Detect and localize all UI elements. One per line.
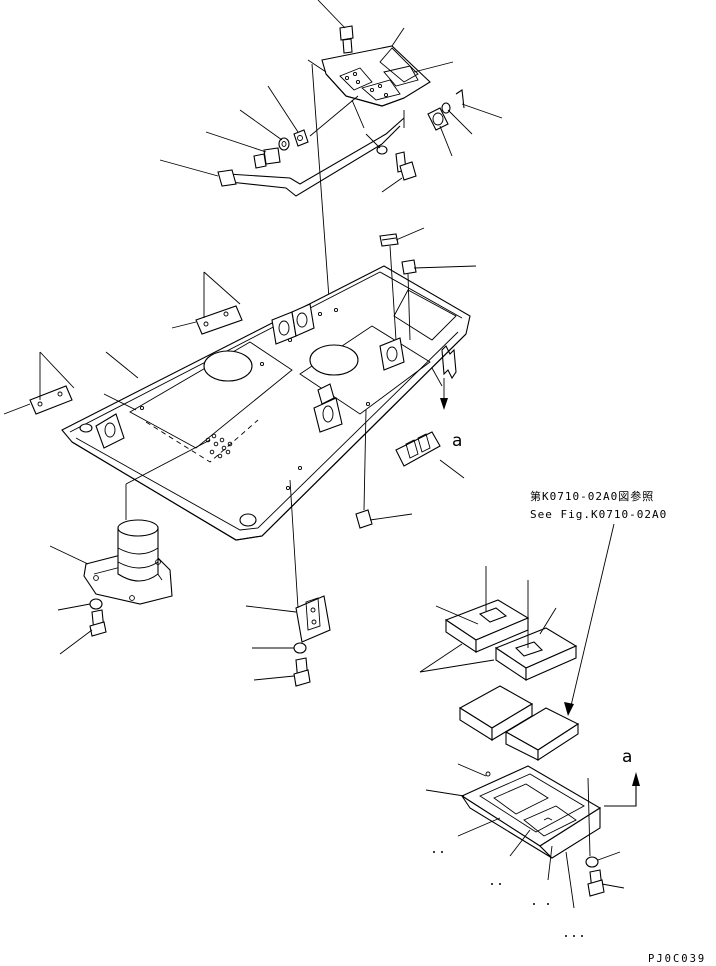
pedal-bracket-assembly xyxy=(159,0,503,197)
pivot-lever xyxy=(267,85,309,147)
pedal-mount-right xyxy=(379,337,405,371)
view-marker-a-lower: a xyxy=(622,747,632,767)
mat-upper-left xyxy=(435,566,530,654)
floor-plate xyxy=(61,265,471,541)
reference-japanese: 第K0710-02A0図参照 xyxy=(530,489,654,503)
pedal-mount-front xyxy=(313,383,343,433)
pedal-mount-left xyxy=(95,413,125,449)
bolt-hinge xyxy=(253,657,311,687)
hinge-left xyxy=(3,351,75,415)
bolt-tray xyxy=(587,869,625,897)
spring xyxy=(431,345,457,410)
round-hole-right xyxy=(309,344,359,376)
pad-right xyxy=(504,707,580,762)
rubber-boot xyxy=(49,439,211,605)
knob-part xyxy=(317,0,354,54)
mat-upper-right xyxy=(494,580,578,682)
small-washer-mid xyxy=(365,133,388,155)
hinge-bottom xyxy=(245,479,331,643)
washer-boot xyxy=(57,598,103,611)
control-rod xyxy=(159,95,405,197)
round-hole-left xyxy=(203,350,253,382)
hinge-upper xyxy=(171,271,243,335)
bolt-left xyxy=(205,131,281,169)
pad-left xyxy=(458,685,534,741)
rubber-stopper xyxy=(355,409,413,529)
grommet-1 xyxy=(379,227,425,341)
bolt-mid xyxy=(381,151,417,193)
view-marker-a-upper: a xyxy=(452,431,462,451)
view-arrow-icon xyxy=(632,772,640,786)
bracket-plate xyxy=(307,27,454,107)
reference-english: See Fig.K0710-02A0 xyxy=(530,508,667,521)
drawing-code: PJ0C039 xyxy=(648,953,706,965)
washer-right xyxy=(441,102,473,135)
reference-arrow-icon xyxy=(564,702,574,716)
cotter-pin xyxy=(455,89,503,119)
pedal-mount-center-2 xyxy=(291,303,315,337)
washer-tray xyxy=(585,777,621,868)
mat-tray xyxy=(425,763,602,909)
nut-right xyxy=(427,107,453,157)
washer-left xyxy=(239,109,290,151)
washer-hinge xyxy=(252,642,307,654)
hinge-right xyxy=(395,431,465,479)
grommet-2 xyxy=(401,259,477,341)
bolt-boot xyxy=(59,609,107,655)
